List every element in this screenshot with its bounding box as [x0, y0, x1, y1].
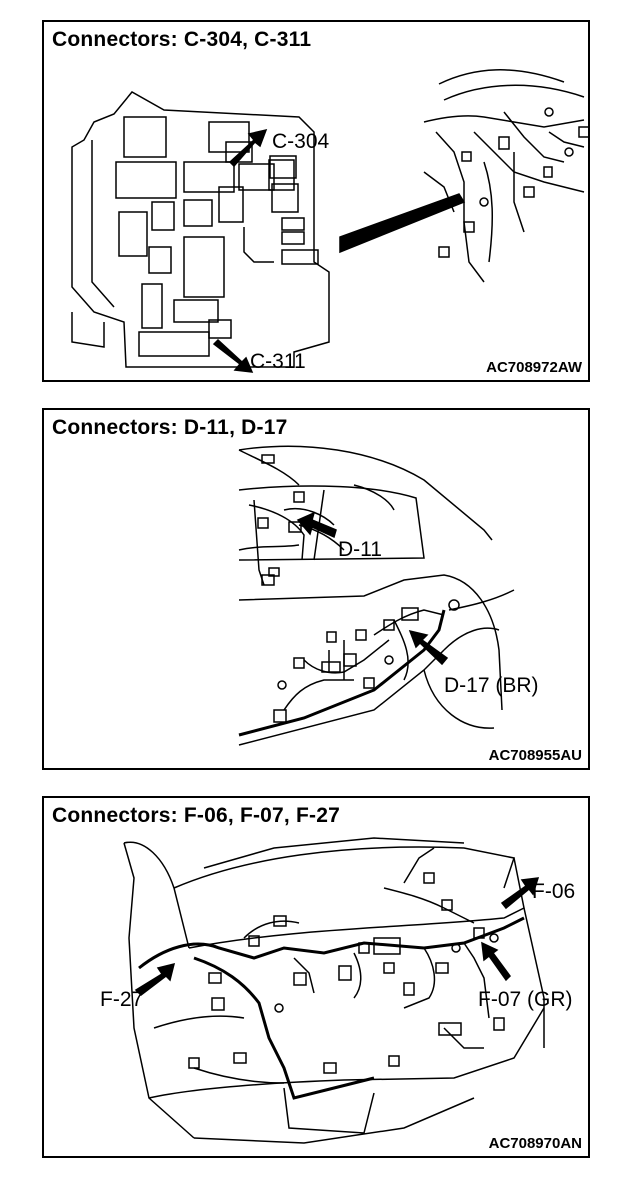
door-harness-illustration: [44, 410, 590, 770]
connector-label-f07: F-07 (GR): [478, 988, 573, 1011]
panel-connectors-c304-c311: Connectors: C-304, C-311 C-304 C-311 AC7…: [42, 20, 590, 382]
panel-connectors-d11-d17: Connectors: D-11, D-17 D-11 D-17 (BR) AC…: [42, 408, 590, 770]
panel-title: Connectors: D-11, D-17: [52, 416, 288, 439]
junction-block-illustration: [44, 22, 590, 382]
trunk-harness-illustration: [44, 798, 590, 1158]
panel-connectors-f06-f07-f27: Connectors: F-06, F-07, F-27 F-06 F-07 (…: [42, 796, 590, 1158]
connector-label-f06: F-06: [532, 880, 576, 903]
panel-title: Connectors: C-304, C-311: [52, 28, 312, 51]
figure-code: AC708955AU: [488, 747, 582, 764]
connector-label-d17: D-17 (BR): [444, 674, 539, 697]
panel-title: Connectors: F-06, F-07, F-27: [52, 804, 340, 827]
connector-label-d11: D-11: [338, 538, 382, 561]
figure-code: AC708972AW: [486, 359, 582, 376]
connector-label-f27: F-27: [100, 988, 144, 1011]
connector-label-c311: C-311: [250, 350, 306, 373]
figure-code: AC708970AN: [488, 1135, 582, 1152]
connector-label-c304: C-304: [272, 130, 330, 153]
